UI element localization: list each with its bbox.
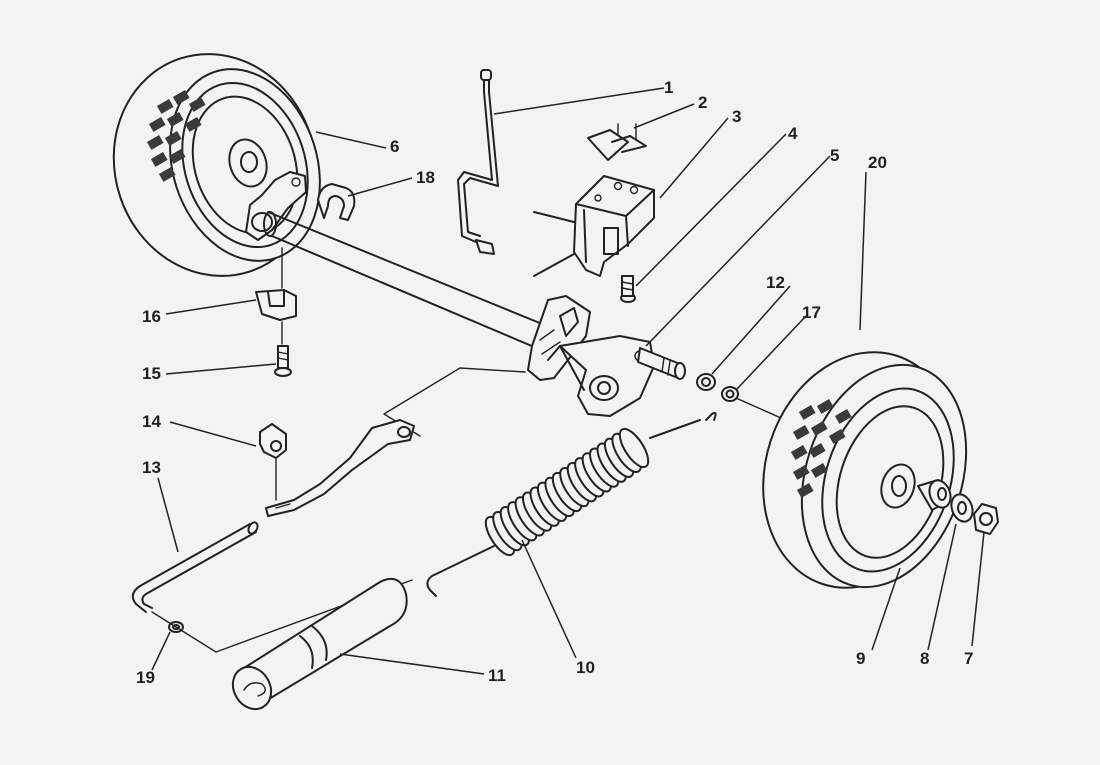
washer-17: [721, 386, 739, 402]
tension-spring: [484, 427, 650, 557]
left-wheel: [112, 53, 321, 277]
washer-12: [696, 373, 716, 391]
callout-labels: 1 2 3 4 5 6 7 8 9 10 11 12 13 14 15 16 1…: [136, 78, 973, 687]
callout-1: 1: [664, 78, 673, 97]
callout-9: 9: [856, 649, 865, 668]
callout-16: 16: [142, 307, 161, 326]
spring-hook-top: [649, 411, 717, 439]
handle-grip: [231, 578, 408, 711]
link-arm: [265, 419, 415, 517]
axle-arm-plate: [547, 335, 655, 417]
callout-18: 18: [416, 168, 435, 187]
callout-20: 20: [868, 153, 887, 172]
callout-5: 5: [830, 146, 839, 165]
bracket-hidden-lines: [533, 211, 575, 277]
callout-11: 11: [488, 666, 506, 685]
wheel-spacer: [917, 479, 952, 511]
callout-15: 15: [142, 364, 161, 383]
callout-6: 6: [390, 137, 399, 156]
bracket-screw: [620, 275, 636, 303]
lever-bracket: [573, 175, 655, 277]
spring-clip: [587, 123, 647, 161]
mounting-clip: [255, 289, 297, 321]
height-lever-rod: [457, 69, 499, 255]
callout-19: 19: [136, 668, 155, 687]
main-axle: [263, 211, 553, 353]
pivot-pin: [637, 347, 686, 380]
callout-8: 8: [920, 649, 929, 668]
callout-17: 17: [802, 303, 821, 322]
callout-14: 14: [142, 412, 161, 431]
left-tread-pattern: [146, 90, 206, 182]
callout-10: 10: [576, 658, 595, 677]
left-wheel-bracket: [245, 171, 307, 241]
spring-coil: [618, 427, 650, 469]
axle-clip: [317, 183, 356, 221]
callout-12: 12: [766, 273, 785, 292]
wheel-washer: [950, 493, 974, 523]
adjuster-plate: [527, 295, 591, 381]
right-wheel: [762, 351, 968, 589]
right-tread-pattern: [790, 399, 852, 498]
leader-lines: [151, 87, 985, 675]
spring-hook-bottom: [426, 545, 495, 597]
callout-2: 2: [698, 93, 707, 112]
tow-handle-rod: [131, 521, 259, 613]
callout-3: 3: [732, 107, 741, 126]
callout-13: 13: [142, 458, 161, 477]
link-clip: [259, 423, 287, 459]
callout-4: 4: [788, 124, 798, 143]
wheel-nut: [973, 503, 999, 535]
callout-7: 7: [964, 649, 973, 668]
mounting-screw: [274, 345, 292, 377]
